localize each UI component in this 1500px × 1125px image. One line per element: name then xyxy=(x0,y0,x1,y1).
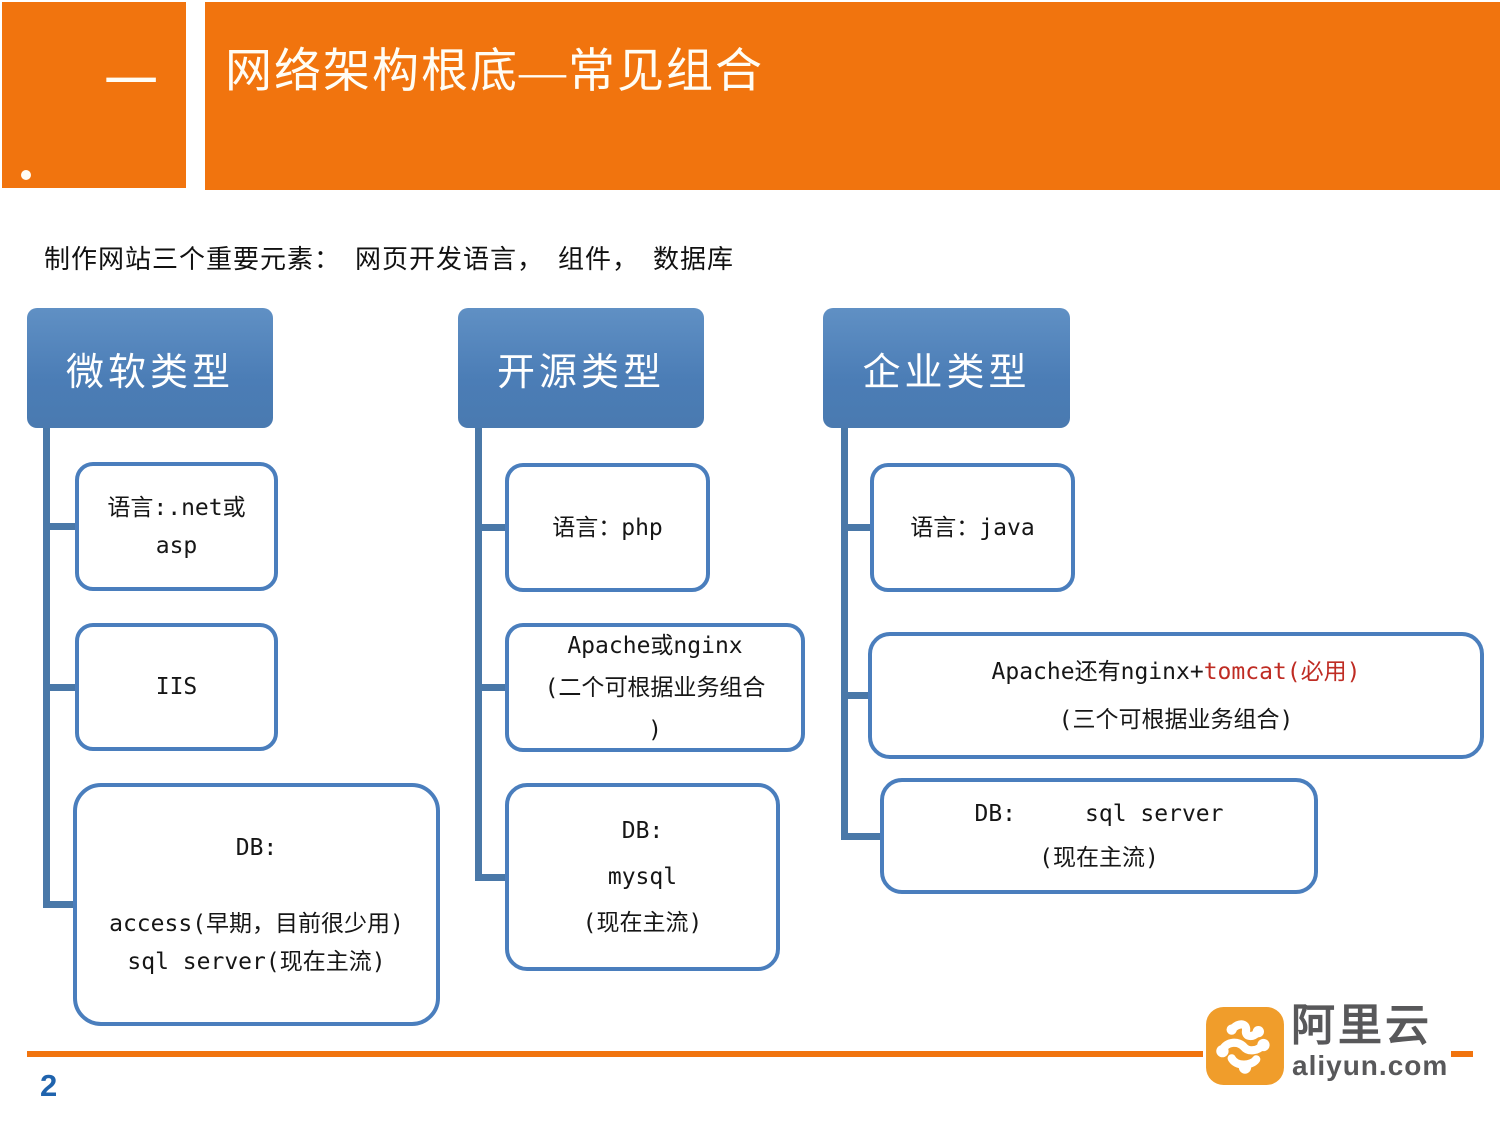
section-number-box: 一 xyxy=(2,2,186,188)
node-text: Apache或nginx (二个可根据业务组合 ) xyxy=(544,632,766,743)
node-line-1: Apache还有nginx+tomcat(必用) xyxy=(992,648,1361,696)
connector-vertical-col1 xyxy=(43,428,50,908)
node-text: DB: sql server (现在主流) xyxy=(974,801,1224,871)
intro-text: 制作网站三个重要元素： 网页开发语言， 组件， 数据库 xyxy=(44,245,735,274)
aliyun-logo: 阿里云 aliyun.com xyxy=(1203,1001,1451,1092)
column-header-label: 开源类型 xyxy=(496,351,665,394)
connector-vertical-col2 xyxy=(475,428,482,880)
connector-stub xyxy=(841,833,880,840)
connector-stub xyxy=(43,901,73,908)
node-text-red: tomcat(必用) xyxy=(1203,658,1361,685)
connector-stub xyxy=(475,874,505,881)
connector-stub xyxy=(475,524,505,531)
node-language-net-asp: 语言:.net或 asp xyxy=(75,462,278,591)
column-header-enterprise: 企业类型 xyxy=(823,308,1070,428)
node-text: 语言：java xyxy=(910,514,1035,541)
column-header-label: 微软类型 xyxy=(65,351,234,394)
page-number: 2 xyxy=(40,1068,58,1103)
bullet-dot xyxy=(21,170,31,180)
connector-stub xyxy=(841,524,870,531)
title-bar: 网络架构根底—常见组合 xyxy=(205,2,1500,190)
footer-divider-line xyxy=(27,1051,1473,1057)
connector-vertical-col3 xyxy=(841,428,848,840)
node-iis: IIS xyxy=(75,623,278,751)
node-text: Apache还有nginx+tomcat(必用) (三个可根据业务组合) xyxy=(992,648,1361,744)
node-text-black: Apache还有nginx+ xyxy=(991,658,1204,685)
node-line-2: (三个可根据业务组合) xyxy=(1058,706,1294,733)
connector-stub xyxy=(841,692,868,699)
node-text: DB: mysql (现在主流) xyxy=(582,818,703,936)
column-header-microsoft: 微软类型 xyxy=(27,308,273,428)
connector-stub xyxy=(475,684,505,691)
node-language-java: 语言：java xyxy=(870,463,1075,592)
node-db-access-sqlserver: DB: access(早期，目前很少用) sql server(现在主流) xyxy=(73,783,440,1026)
node-db-sqlserver: DB: sql server (现在主流) xyxy=(880,778,1318,894)
section-number: 一 xyxy=(104,53,158,113)
node-db-mysql: DB: mysql (现在主流) xyxy=(505,783,780,971)
column-header-opensource: 开源类型 xyxy=(458,308,704,428)
node-apache-nginx: Apache或nginx (二个可根据业务组合 ) xyxy=(505,623,805,752)
node-text: 语言:.net或 asp xyxy=(107,494,246,559)
node-text: IIS xyxy=(155,674,198,700)
node-text: DB: access(早期，目前很少用) sql server(现在主流) xyxy=(109,834,404,975)
node-text: 语言：php xyxy=(552,514,663,541)
column-header-label: 企业类型 xyxy=(862,351,1031,394)
aliyun-cloud-icon xyxy=(1206,1007,1284,1085)
node-apache-nginx-tomcat: Apache还有nginx+tomcat(必用) (三个可根据业务组合) xyxy=(868,632,1484,759)
connector-stub xyxy=(43,684,75,691)
connector-stub xyxy=(43,523,75,530)
aliyun-brand-text: 阿里云 xyxy=(1291,1001,1432,1050)
node-language-php: 语言：php xyxy=(505,463,710,592)
aliyun-domain-text: aliyun.com xyxy=(1292,1050,1449,1081)
page-title: 网络架构根底—常见组合 xyxy=(225,46,764,98)
